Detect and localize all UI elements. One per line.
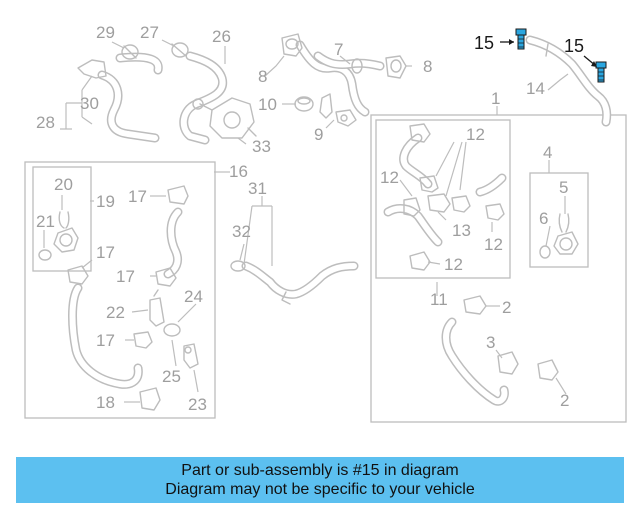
label-26: 26	[212, 27, 231, 46]
bolt-15a	[515, 28, 527, 50]
label-31: 31	[248, 179, 267, 198]
bracket-near-10	[319, 93, 333, 119]
label-22: 22	[106, 303, 125, 322]
pipe-14	[525, 35, 612, 127]
label-3: 3	[486, 333, 495, 352]
pipe-31	[241, 261, 359, 305]
label-18: 18	[96, 393, 115, 412]
label-33: 33	[252, 137, 271, 156]
clamp-12-bottom	[409, 251, 431, 271]
group-1-frame	[370, 114, 627, 423]
clamp-17d	[133, 331, 153, 349]
label-28: 28	[36, 113, 55, 132]
sensor-23	[183, 343, 199, 369]
leader-lines	[43, 39, 569, 403]
bracket-30	[77, 59, 107, 79]
plug-10	[294, 96, 314, 112]
label-17d: 17	[96, 331, 115, 350]
tee-13	[427, 193, 471, 213]
pump-20	[53, 211, 79, 253]
group-4-frame	[529, 172, 589, 268]
clamp-2a	[463, 295, 487, 315]
label-23: 23	[188, 395, 207, 414]
label-15b: 15	[564, 36, 584, 56]
label-32: 32	[232, 222, 251, 241]
fitting-22	[149, 289, 165, 327]
clamp-12-left	[403, 175, 439, 217]
label-1: 1	[491, 89, 500, 108]
clamp-8b	[385, 55, 407, 79]
pump-5	[553, 213, 579, 255]
group-11-frame	[375, 119, 511, 279]
label-30: 30	[80, 94, 99, 113]
parts-diagram: 29 27 26 30 28 8 7 8 10 9 33 1 12 12 13 …	[24, 23, 627, 423]
label-13: 13	[452, 221, 471, 240]
label-25: 25	[162, 367, 181, 386]
label-27: 27	[140, 23, 159, 42]
label-29: 29	[96, 23, 115, 42]
clamp-12-top	[409, 123, 431, 143]
label-12d: 12	[444, 255, 463, 274]
label-10: 10	[258, 95, 277, 114]
label-17b: 17	[96, 243, 115, 262]
info-banner: Part or sub-assembly is #15 in diagram D…	[16, 457, 624, 503]
bolt-15b	[595, 61, 607, 83]
clamp-2b	[537, 359, 559, 381]
hose-11	[441, 317, 509, 406]
thermostat-housing-33	[192, 97, 257, 139]
hose-30	[97, 52, 163, 143]
clamp-12-right	[485, 203, 505, 221]
clamp-17c	[67, 265, 89, 285]
label-17a: 17	[128, 187, 147, 206]
banner-line-2: Diagram may not be specific to your vehi…	[165, 481, 475, 498]
label-21: 21	[36, 212, 55, 231]
label-19: 19	[96, 192, 115, 211]
hose-12-right	[475, 173, 507, 197]
valve-9	[335, 109, 357, 127]
label-5: 5	[559, 178, 568, 197]
hose-26	[179, 51, 228, 145]
hose-upper-16	[163, 207, 183, 279]
label-12b: 12	[380, 168, 399, 187]
label-4: 4	[543, 143, 552, 162]
label-12a: 12	[466, 125, 485, 144]
label-11: 11	[430, 290, 448, 309]
clamp-17b	[155, 267, 177, 287]
hose-lower-16	[68, 283, 143, 389]
label-20: 20	[54, 175, 73, 194]
clamp-3	[497, 351, 519, 375]
label-9: 9	[314, 125, 323, 144]
clamp-8a	[281, 33, 303, 57]
gasket-24	[163, 323, 181, 337]
group-19-frame	[32, 166, 92, 272]
label-6: 6	[539, 209, 548, 228]
hose-12-mid	[383, 204, 443, 247]
oring-32	[230, 260, 246, 272]
oring-21	[38, 249, 52, 261]
clamp-29	[121, 44, 139, 60]
label-8a: 8	[258, 67, 267, 86]
label-17c: 17	[116, 267, 135, 286]
banner-line-1: Part or sub-assembly is #15 in diagram	[181, 462, 459, 479]
clamp-7	[351, 58, 363, 74]
label-14: 14	[526, 79, 545, 98]
label-2b: 2	[560, 391, 569, 410]
group-16-frame	[24, 161, 216, 419]
label-7: 7	[334, 40, 343, 59]
label-12c: 12	[484, 235, 503, 254]
clamp-27	[171, 42, 189, 58]
clamp-17a	[167, 185, 189, 205]
oring-6	[539, 245, 551, 259]
label-16: 16	[229, 162, 248, 181]
label-24: 24	[184, 287, 203, 306]
label-2a: 2	[502, 298, 511, 317]
leader-15b-arrow	[591, 61, 597, 67]
leader-15a-arrow	[509, 39, 514, 45]
label-15a: 15	[474, 33, 494, 53]
clamp-18	[139, 387, 161, 411]
label-8b: 8	[423, 57, 432, 76]
